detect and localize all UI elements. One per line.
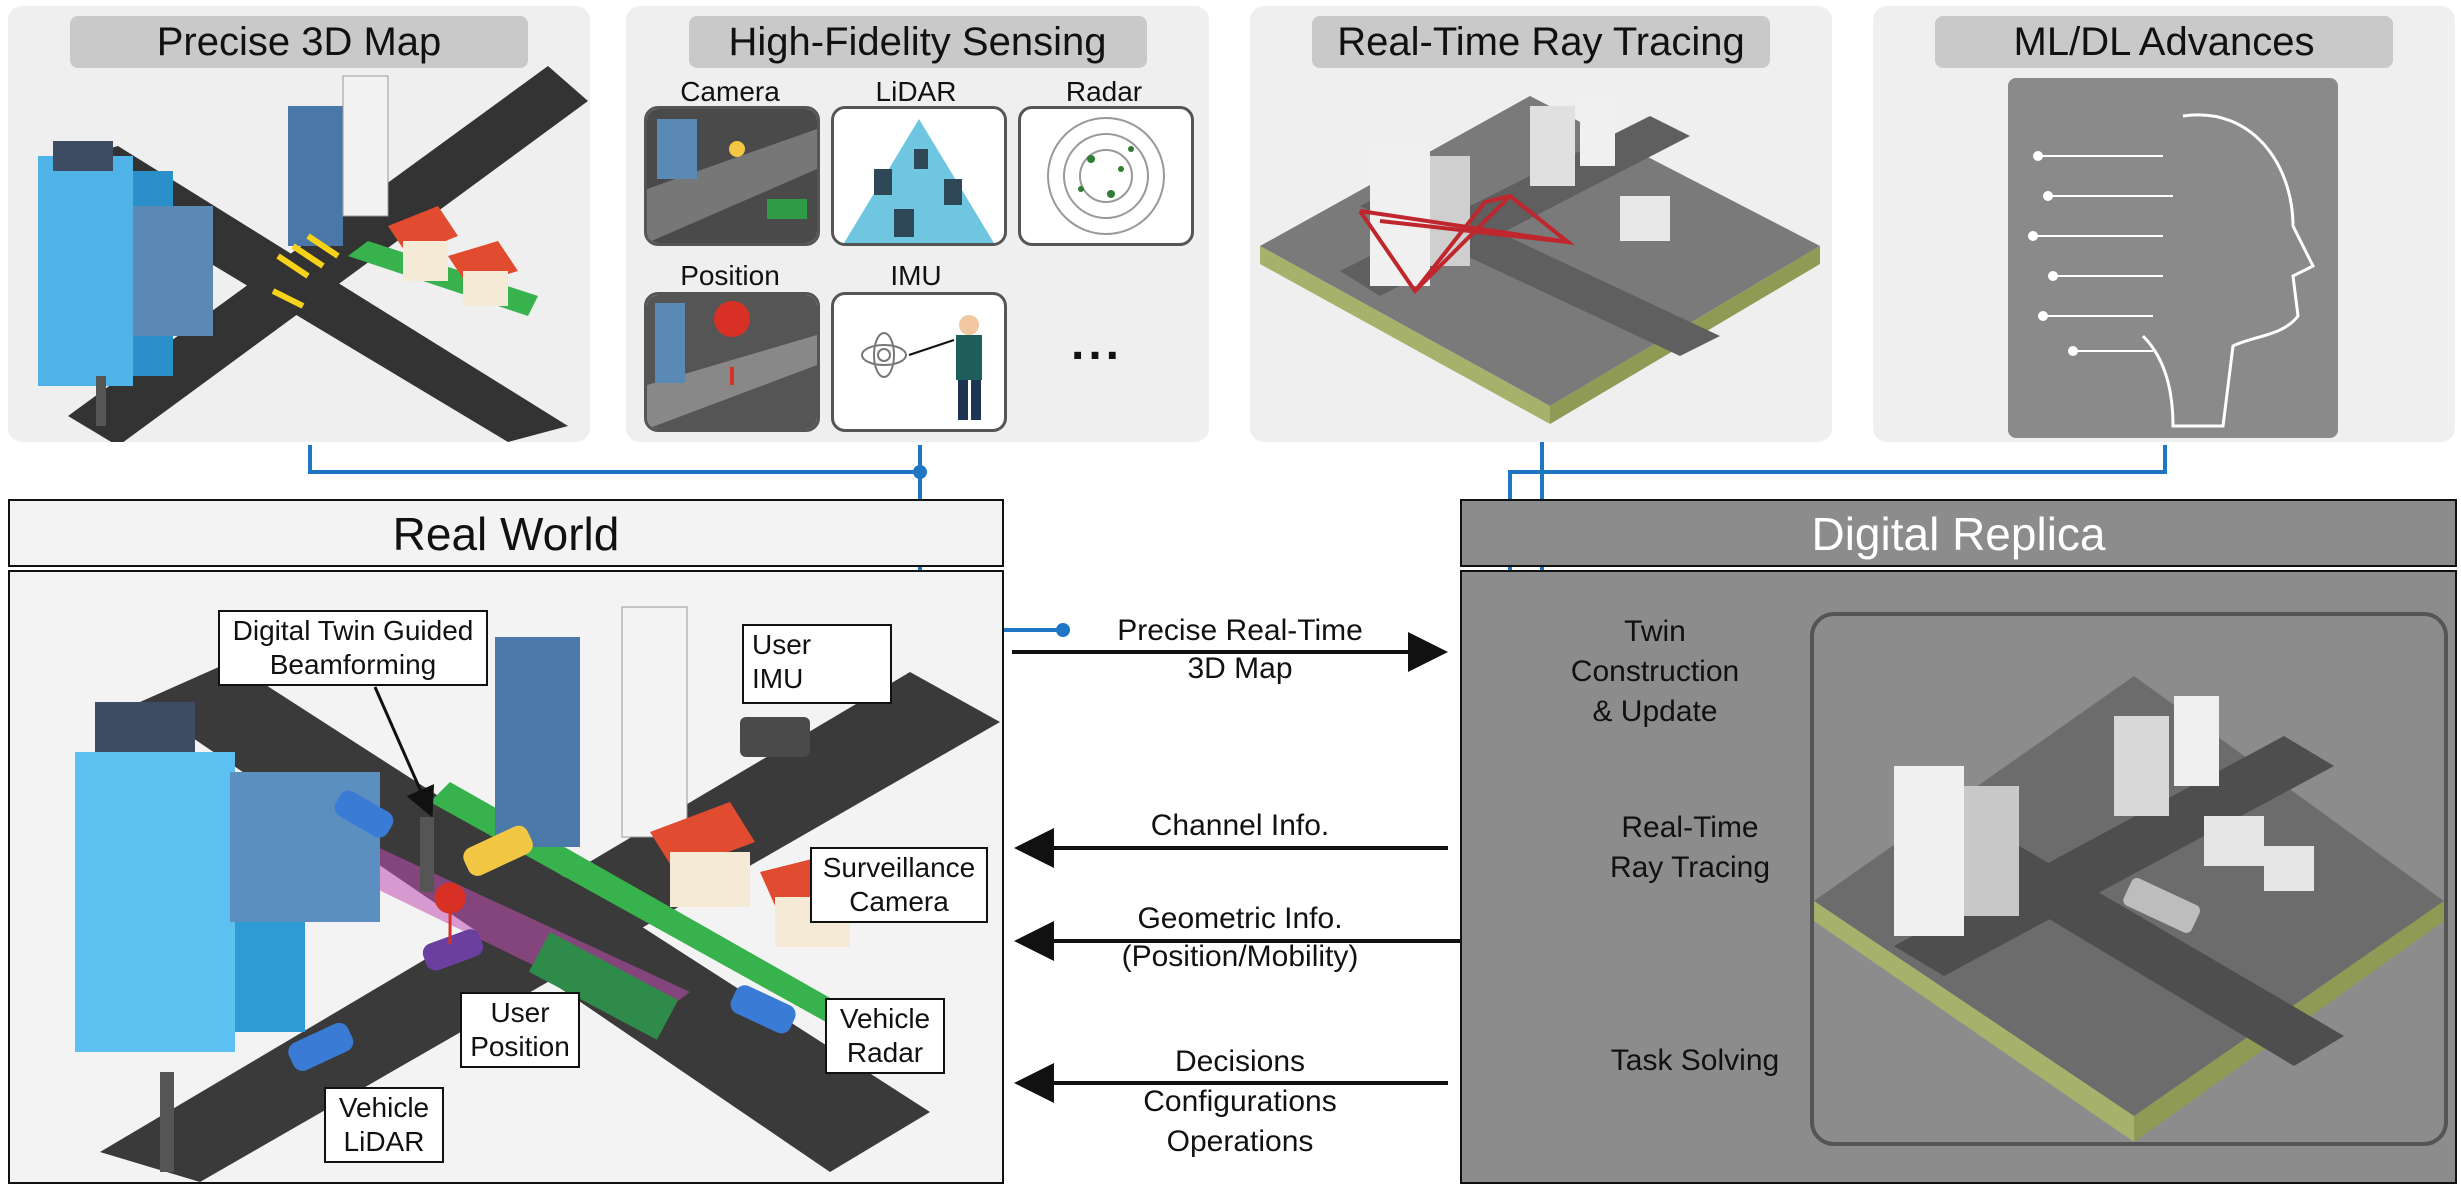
label-imu: IMU: [890, 260, 942, 291]
label-radar: Radar: [1065, 76, 1143, 107]
beamforming-label-line2: Beamforming: [269, 649, 437, 680]
flow-decisions-label: Decisions Configurations Operations: [1040, 1042, 1440, 1162]
beamforming-label: Digital Twin Guided Beamforming: [218, 610, 488, 686]
step-twin-line1: Twin: [1624, 615, 1686, 648]
step-ray-tracing: Real-Time Ray Tracing: [1575, 808, 1805, 888]
step-twin-line3: & Update: [1592, 695, 1718, 728]
flow-decisions-line2: Configurations: [1143, 1085, 1337, 1118]
camera-thumbnail: [644, 106, 820, 246]
flow-3d-map-line2: 3D Map: [1187, 652, 1293, 685]
surveillance-label-line1: Surveillance: [822, 852, 976, 883]
real-world-title: Real World: [392, 508, 620, 560]
vehicle-radar-label: Vehicle Radar: [825, 998, 945, 1074]
surveillance-label-line2: Camera: [849, 886, 949, 917]
real-world-city-illustration: [75, 606, 1000, 1182]
vehicle-lidar-label: Vehicle LiDAR: [324, 1087, 444, 1163]
label-camera: Camera: [680, 76, 780, 107]
panel-ml: ML/DL Advances: [1873, 6, 2455, 442]
panel-title-sensing: High-Fidelity Sensing: [688, 16, 1147, 68]
replica-city-illustration: [1814, 676, 2444, 1142]
panel-sensing: High-Fidelity Sensing Camera LiDAR Radar…: [626, 6, 1209, 442]
imu-thumbnail: [831, 292, 1007, 432]
position-thumbnail: [644, 292, 820, 432]
real-world-header: Real World: [8, 499, 1004, 567]
step-twin-construction: Twin Construction & Update: [1540, 612, 1770, 732]
panel-ray-tracing: Real-Time Ray Tracing: [1250, 6, 1832, 442]
radar-thumbnail: [1018, 106, 1194, 246]
panel-title-ml: ML/DL Advances: [1935, 16, 2393, 68]
flow-decisions-line1: Decisions: [1174, 1045, 1306, 1078]
step-ray-line1: Real-Time: [1621, 811, 1759, 844]
lidar-thumbnail: [831, 106, 1007, 246]
step-twin-line2: Construction: [1570, 655, 1740, 688]
user-position-label-line1: User: [490, 997, 550, 1028]
flow-geometric-label: Geometric Info. (Position/Mobility): [1040, 900, 1440, 976]
flow-geometric-line1: Geometric Info.: [1137, 902, 1343, 935]
panel-3d-map: Precise 3D Map: [8, 6, 590, 442]
city-map-illustration: [38, 66, 588, 442]
ai-head-illustration: [2008, 78, 2338, 438]
step-ray-line2: Ray Tracing: [1609, 851, 1771, 884]
flow-decisions-line3: Operations: [1166, 1125, 1314, 1158]
label-position: Position: [680, 260, 780, 291]
user-imu-label-line2: IMU: [752, 663, 804, 694]
more-sensors-ellipsis: ...: [1071, 317, 1124, 370]
digital-replica-header: Digital Replica: [1460, 499, 2457, 567]
replica-scene-frame: [1810, 612, 2448, 1146]
label-lidar: LiDAR: [875, 76, 957, 107]
vehicle-radar-label-line1: Vehicle: [839, 1003, 931, 1034]
real-world-scene: Digital Twin Guided Beamforming User IMU…: [8, 570, 1004, 1184]
flow-channel-label: Channel Info.: [1150, 809, 1330, 842]
ray-tracing-illustration: [1260, 96, 1820, 424]
vehicle-radar-label-line2: Radar: [846, 1037, 924, 1068]
vehicle-lidar-label-line1: Vehicle: [338, 1092, 430, 1123]
panel-title-ray-tracing: Real-Time Ray Tracing: [1312, 16, 1770, 68]
step-task-solving: Task Solving: [1610, 1044, 1780, 1077]
flow-3d-map-label: Precise Real-Time 3D Map: [1040, 612, 1440, 688]
user-position-label: User Position: [460, 992, 580, 1068]
surveillance-camera-label: Surveillance Camera: [810, 847, 988, 923]
vehicle-lidar-label-line2: LiDAR: [343, 1126, 425, 1157]
beamforming-label-line1: Digital Twin Guided: [232, 615, 474, 646]
digital-replica-title: Digital Replica: [1811, 508, 2106, 560]
user-imu-label: User IMU: [742, 624, 892, 704]
user-imu-label-line1: User: [752, 629, 812, 660]
user-position-label-line2: Position: [470, 1031, 570, 1062]
flow-3d-map-line1: Precise Real-Time: [1117, 614, 1363, 647]
flow-geometric-line2: (Position/Mobility): [1121, 940, 1359, 973]
panel-title-3d-map: Precise 3D Map: [70, 16, 528, 68]
